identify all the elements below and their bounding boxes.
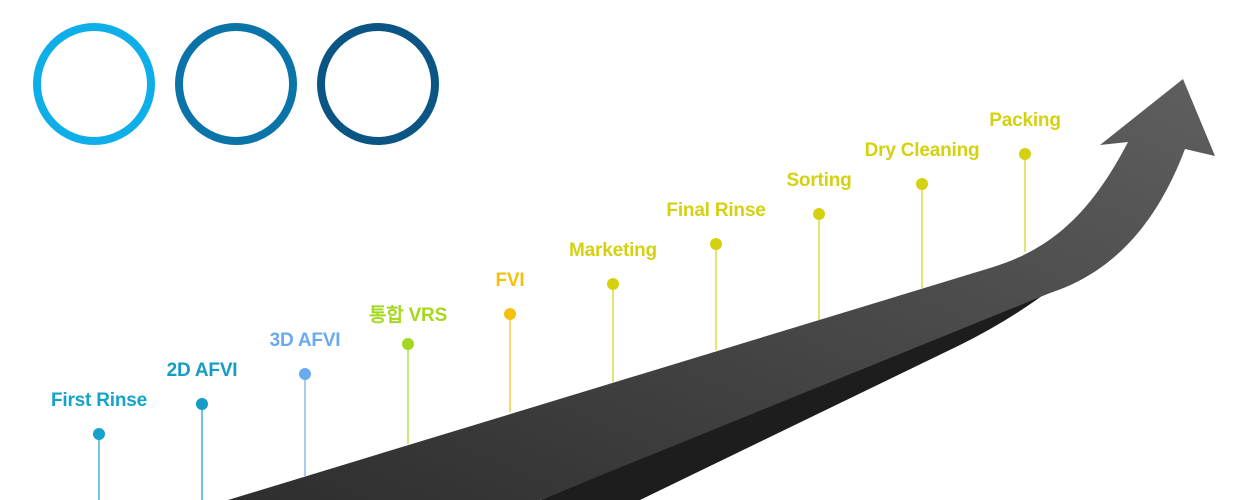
step-dot-10 xyxy=(1019,148,1031,160)
step-label-1: First Rinse xyxy=(51,390,147,411)
circle-1 xyxy=(33,23,155,145)
step-dot-3 xyxy=(299,368,311,380)
step-label-3: 3D AFVI xyxy=(269,330,341,351)
step-dot-7 xyxy=(710,238,722,250)
step-dot-8 xyxy=(813,208,825,220)
step-dot-1 xyxy=(93,428,105,440)
step-label-2: 2D AFVI xyxy=(166,360,238,381)
circle-2 xyxy=(175,23,297,145)
step-label-10: Packing xyxy=(989,110,1061,131)
step-label-8: Sorting xyxy=(786,170,852,191)
step-label-6: Marketing xyxy=(569,240,657,261)
step-dot-2 xyxy=(196,398,208,410)
step-dot-6 xyxy=(607,278,619,290)
step-dot-4 xyxy=(402,338,414,350)
step-label-5: FVI xyxy=(495,270,525,291)
step-dot-9 xyxy=(916,178,928,190)
step-label-9: Dry Cleaning xyxy=(864,140,980,161)
growth-arrow xyxy=(228,79,1215,500)
circle-3 xyxy=(317,23,439,145)
step-dot-5 xyxy=(504,308,516,320)
step-label-4: 통합 VRS xyxy=(368,305,448,326)
step-label-7: Final Rinse xyxy=(666,200,766,221)
